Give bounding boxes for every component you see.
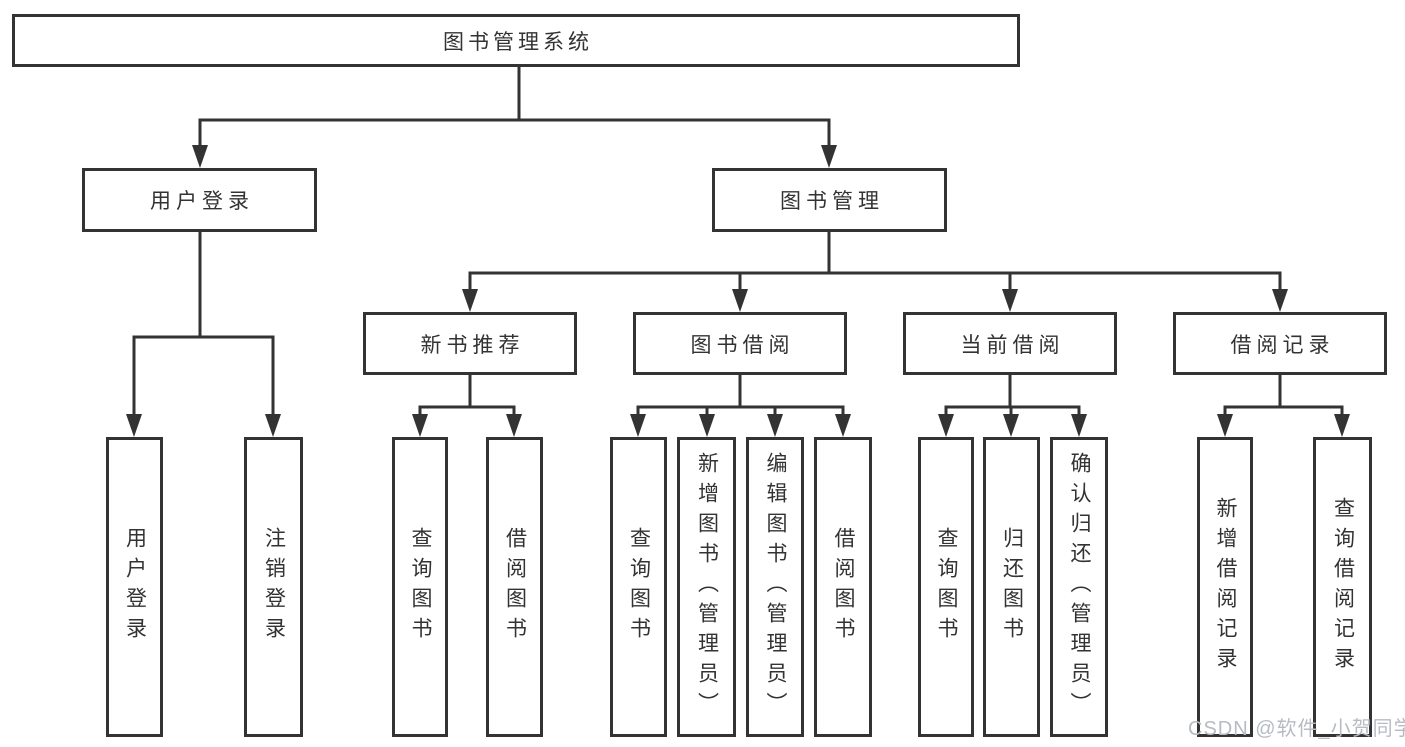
arrow-down-icon <box>1272 289 1288 312</box>
node-query-books: 查询图书 <box>918 437 974 737</box>
arrow-down-icon <box>821 145 837 168</box>
node-user-login: 用户登录 <box>82 168 317 232</box>
node-confirm-return-admin: 确认归还（管理员） <box>1050 437 1108 737</box>
node-root: 图书管理系统 <box>12 14 1020 67</box>
node-new-book-recommendation: 新书推荐 <box>363 312 577 375</box>
arrow-down-icon <box>767 414 783 437</box>
node-query-books: 查询图书 <box>392 437 448 737</box>
node-edit-books-admin: 编辑图书（管理员） <box>746 437 804 737</box>
arrow-down-icon <box>732 289 748 312</box>
arrow-down-icon <box>1003 414 1019 437</box>
arrow-down-icon <box>412 414 428 437</box>
node-query-books: 查询图书 <box>610 437 667 737</box>
arrow-down-icon <box>630 414 646 437</box>
node-return-books: 归还图书 <box>983 437 1040 737</box>
node-borrow-books: 借阅图书 <box>814 437 872 737</box>
node-add-borrow-record: 新增借阅记录 <box>1197 437 1253 737</box>
node-book-borrowing: 图书借阅 <box>633 312 847 375</box>
arrow-down-icon <box>265 414 281 437</box>
arrow-down-icon <box>1071 414 1087 437</box>
node-user-login-action: 用户登录 <box>106 437 163 737</box>
node-borrow-books: 借阅图书 <box>486 437 543 737</box>
arrow-down-icon <box>192 145 208 168</box>
arrow-down-icon <box>835 414 851 437</box>
arrow-down-icon <box>1002 289 1018 312</box>
node-logout-action: 注销登录 <box>244 437 303 737</box>
arrow-down-icon <box>506 414 522 437</box>
watermark: CSDN @软件_小贺同学 <box>1188 718 1405 740</box>
node-add-books-admin: 新增图书（管理员） <box>677 437 736 737</box>
node-borrowing-records: 借阅记录 <box>1173 312 1387 375</box>
arrow-down-icon <box>1217 414 1233 437</box>
arrow-down-icon <box>938 414 954 437</box>
node-query-borrow-record: 查询借阅记录 <box>1313 437 1372 737</box>
node-book-management: 图书管理 <box>712 168 947 232</box>
arrow-down-icon <box>462 289 478 312</box>
node-current-borrowing: 当前借阅 <box>903 312 1117 375</box>
arrow-down-icon <box>1334 414 1350 437</box>
arrow-down-icon <box>699 414 715 437</box>
arrow-down-icon <box>126 414 142 437</box>
